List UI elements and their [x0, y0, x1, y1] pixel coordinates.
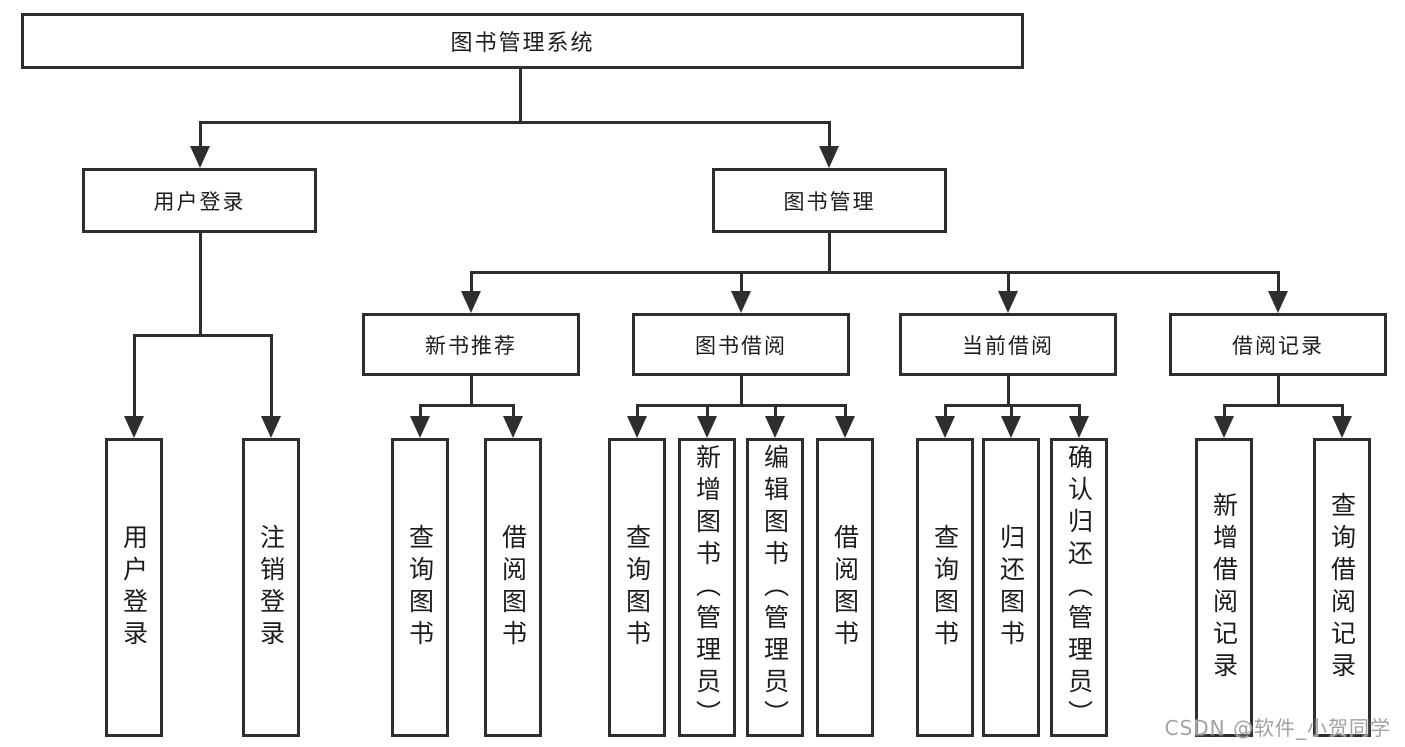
arrow-down-icon: [731, 291, 751, 313]
leaf-add-borrow-record: 新增借阅记录: [1195, 438, 1253, 737]
connector-line: [470, 271, 1280, 274]
connector-line: [519, 69, 522, 123]
connector-line: [844, 404, 847, 420]
leaf-label: 新增借阅记录: [1209, 491, 1239, 684]
connector-line: [1078, 404, 1081, 420]
node-label: 用户登录: [153, 189, 246, 214]
connector-line: [1341, 404, 1344, 420]
arrow-down-icon: [1069, 416, 1089, 438]
connector-line: [133, 334, 136, 420]
connector-line: [1277, 271, 1280, 295]
arrow-down-icon: [1268, 291, 1288, 313]
connector-line: [1007, 271, 1010, 295]
arrow-down-icon: [835, 416, 855, 438]
connector-line: [199, 233, 202, 337]
leaf-label: 确认归还（管理员）: [1064, 443, 1094, 732]
leaf-confirm-return-admin: 确认归还（管理员）: [1050, 438, 1108, 737]
arrow-down-icon: [124, 416, 144, 438]
leaf-logout: 注销登录: [242, 438, 300, 737]
leaf-edit-books-admin: 编辑图书（管理员）: [746, 438, 804, 737]
connector-line: [636, 404, 847, 407]
connector-line: [740, 376, 743, 407]
node-book-management-branch: 图书管理: [712, 168, 947, 233]
leaf-add-books-admin: 新增图书（管理员）: [678, 438, 736, 737]
arrow-down-icon: [410, 416, 430, 438]
arrow-down-icon: [697, 416, 717, 438]
connector-line: [706, 404, 709, 420]
connector-line: [470, 376, 473, 407]
node-label: 当前借阅: [962, 333, 1054, 358]
arrow-down-icon: [627, 416, 647, 438]
connector-line: [133, 334, 273, 337]
leaf-label: 查询图书: [405, 523, 435, 652]
connector-line: [944, 404, 947, 420]
arrow-down-icon: [503, 416, 523, 438]
node-current-borrowing: 当前借阅: [899, 313, 1117, 376]
connector-line: [512, 404, 515, 420]
csdn-watermark: CSDN @软件_小贺同学: [1164, 716, 1391, 740]
leaf-label: 借阅图书: [498, 523, 528, 652]
arrow-down-icon: [998, 291, 1018, 313]
leaf-label: 编辑图书（管理员）: [760, 443, 790, 732]
connector-line: [270, 334, 273, 420]
connector-line: [470, 271, 473, 295]
node-user-login-branch: 用户登录: [82, 168, 317, 233]
arrow-down-icon: [461, 291, 481, 313]
connector-line: [419, 404, 422, 420]
leaf-query-borrow-record: 查询借阅记录: [1313, 438, 1371, 737]
node-borrowing-records: 借阅记录: [1169, 313, 1387, 376]
connector-line: [1223, 404, 1226, 420]
leaf-label: 查询借阅记录: [1327, 491, 1357, 684]
connector-line: [740, 271, 743, 295]
leaf-query-books-current: 查询图书: [916, 438, 974, 737]
leaf-label: 归还图书: [996, 523, 1026, 652]
connector-line: [636, 404, 639, 420]
leaf-query-books-borrowing: 查询图书: [608, 438, 666, 737]
leaf-label: 注销登录: [256, 523, 286, 652]
arrow-down-icon: [765, 416, 785, 438]
node-book-borrowing: 图书借阅: [632, 313, 850, 376]
connector-line: [419, 404, 515, 407]
connector-line: [1223, 404, 1344, 407]
arrow-down-icon: [1001, 416, 1021, 438]
node-label: 借阅记录: [1232, 333, 1324, 358]
node-label: 图书管理: [783, 189, 876, 214]
node-new-book-recommendation: 新书推荐: [362, 313, 580, 376]
connector-line: [1007, 376, 1010, 407]
connector-line: [199, 121, 202, 153]
arrow-down-icon: [819, 146, 839, 168]
node-label: 新书推荐: [425, 333, 517, 358]
arrow-down-icon: [1332, 416, 1352, 438]
leaf-label: 用户登录: [119, 523, 149, 652]
arrow-down-icon: [190, 146, 210, 168]
leaf-borrow-books: 借阅图书: [816, 438, 874, 737]
arrow-down-icon: [935, 416, 955, 438]
leaf-return-books: 归还图书: [982, 438, 1040, 737]
connector-line: [1277, 376, 1280, 407]
connector-line: [774, 404, 777, 420]
leaf-query-books-recommend: 查询图书: [391, 438, 449, 737]
leaf-label: 借阅图书: [830, 523, 860, 652]
arrow-down-icon: [261, 416, 281, 438]
leaf-label: 查询图书: [622, 523, 652, 652]
node-library-management-system: 图书管理系统: [21, 13, 1024, 69]
node-label: 图书借阅: [695, 333, 787, 358]
connector-line: [1010, 404, 1013, 420]
leaf-label: 查询图书: [930, 523, 960, 652]
leaf-label: 新增图书（管理员）: [692, 443, 722, 732]
arrow-down-icon: [1214, 416, 1234, 438]
leaf-user-login: 用户登录: [105, 438, 163, 737]
connector-line: [199, 121, 831, 124]
connector-line: [828, 233, 831, 274]
connector-line: [828, 121, 831, 153]
leaf-borrow-books-recommend: 借阅图书: [484, 438, 542, 737]
node-label: 图书管理系统: [450, 31, 595, 56]
